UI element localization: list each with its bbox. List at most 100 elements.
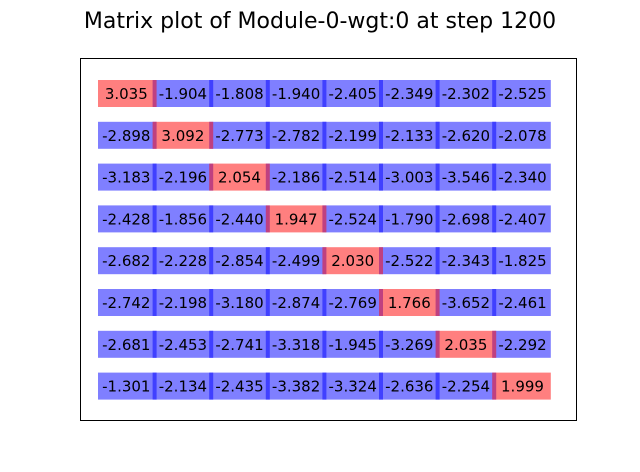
matrix-cell: [381, 80, 438, 107]
cell-separator: [435, 121, 440, 149]
matrix-cell: [324, 372, 381, 400]
matrix-cell: [437, 330, 495, 358]
cell-value-label: -3.652: [442, 294, 490, 312]
cell-value-label: -2.340: [498, 169, 546, 187]
matrix-cell: [211, 163, 268, 191]
matrix-cell: [437, 80, 495, 107]
cell-value-label: 3.092: [161, 127, 204, 145]
cell-separator: [379, 205, 383, 233]
cell-value-label: 3.035: [105, 85, 148, 103]
cell-value-label: -3.382: [272, 378, 320, 396]
matrix-cell: [211, 205, 268, 233]
cell-value-label: -1.301: [102, 378, 150, 396]
cell-separator: [209, 121, 214, 149]
cell-value-label: -2.461: [498, 294, 546, 312]
cell-separator: [265, 372, 270, 400]
cell-separator: [435, 205, 440, 233]
cell-value-label: -2.782: [272, 127, 320, 145]
cell-value-label: -2.636: [385, 378, 433, 396]
cell-value-label: -2.198: [159, 294, 207, 312]
matrix-cell: [324, 80, 381, 107]
matrix-cell: [494, 121, 551, 149]
chart-title: Matrix plot of Module-0-wgt:0 at step 12…: [84, 9, 556, 34]
matrix-cell: [324, 247, 381, 275]
matrix-cell: [324, 205, 381, 233]
cell-separator: [152, 121, 157, 149]
cell-separator: [322, 247, 327, 275]
cell-value-label: -2.228: [159, 252, 207, 270]
cell-value-label: -2.854: [215, 252, 263, 270]
matrix-cell: [381, 247, 438, 275]
matrix-labels: 3.035-1.904-1.808-1.940-2.405-2.349-2.30…: [102, 85, 547, 396]
cell-value-label: -2.254: [442, 378, 490, 396]
cell-value-label: -3.180: [215, 294, 263, 312]
cell-value-label: -3.003: [385, 169, 433, 187]
matrix-cell: [98, 247, 155, 275]
matrix-cell: [267, 330, 325, 358]
cell-value-label: -3.269: [385, 336, 433, 354]
cell-value-label: -2.199: [329, 127, 377, 145]
cell-separator: [209, 163, 214, 191]
matrix-cell: [98, 163, 155, 191]
matrix-cell: [381, 205, 438, 233]
cell-value-label: 2.030: [331, 252, 374, 270]
cell-separator: [265, 80, 270, 107]
cell-separator: [379, 121, 383, 149]
cell-value-label: -2.405: [329, 85, 377, 103]
cell-value-label: -2.499: [272, 252, 320, 270]
matrix-cell: [267, 289, 325, 316]
matrix-cell: [154, 205, 212, 233]
matrix-cell: [98, 289, 155, 316]
cell-value-label: -2.898: [102, 127, 150, 145]
cell-value-label: -1.856: [159, 210, 207, 228]
cell-separator: [209, 205, 214, 233]
cell-separator: [322, 80, 327, 107]
matrix-cells: [98, 80, 551, 400]
cell-value-label: -2.134: [159, 378, 207, 396]
matrix-cell: [211, 289, 268, 316]
cell-value-label: 1.947: [275, 210, 318, 228]
matrix-cell: [98, 330, 155, 358]
matrix-cell: [267, 372, 325, 400]
matrix-cell: [494, 330, 551, 358]
matrix-cell: [381, 163, 438, 191]
cell-separator: [492, 205, 497, 233]
matrix-cell: [154, 372, 212, 400]
cell-value-label: 1.999: [501, 378, 544, 396]
matrix-cell: [267, 80, 325, 107]
cell-separator: [152, 205, 157, 233]
plot-frame: [80, 58, 577, 421]
cell-separator: [435, 247, 440, 275]
matrix-cell: [437, 121, 495, 149]
matrix-cell: [154, 330, 212, 358]
matrix-cell: [437, 205, 495, 233]
cell-separator: [152, 372, 157, 400]
cell-value-label: -2.524: [329, 210, 377, 228]
cell-value-label: -1.904: [159, 85, 207, 103]
cell-separator: [152, 330, 157, 358]
cell-separator: [322, 372, 327, 400]
matrix-cell: [437, 163, 495, 191]
cell-value-label: -2.773: [215, 127, 263, 145]
cell-value-label: -2.453: [159, 336, 207, 354]
matrix-cell: [154, 121, 212, 149]
cell-separator: [265, 205, 270, 233]
matrix-cell: [267, 247, 325, 275]
matrix-cell: [437, 247, 495, 275]
cell-separator: [152, 289, 157, 316]
cell-value-label: -1.790: [385, 210, 433, 228]
matrix-cell: [494, 205, 551, 233]
cell-separator: [265, 330, 270, 358]
cell-separator: [492, 80, 497, 107]
cell-value-label: -3.324: [329, 378, 377, 396]
cell-separator: [379, 289, 383, 316]
cell-value-label: -2.514: [329, 169, 377, 187]
cell-separator: [322, 330, 327, 358]
cell-value-label: -2.682: [102, 252, 150, 270]
matrix-cell: [98, 205, 155, 233]
cell-value-label: 2.035: [444, 336, 487, 354]
cell-value-label: -3.183: [102, 169, 150, 187]
cell-value-label: -2.741: [215, 336, 263, 354]
matrix-cell: [98, 372, 155, 400]
